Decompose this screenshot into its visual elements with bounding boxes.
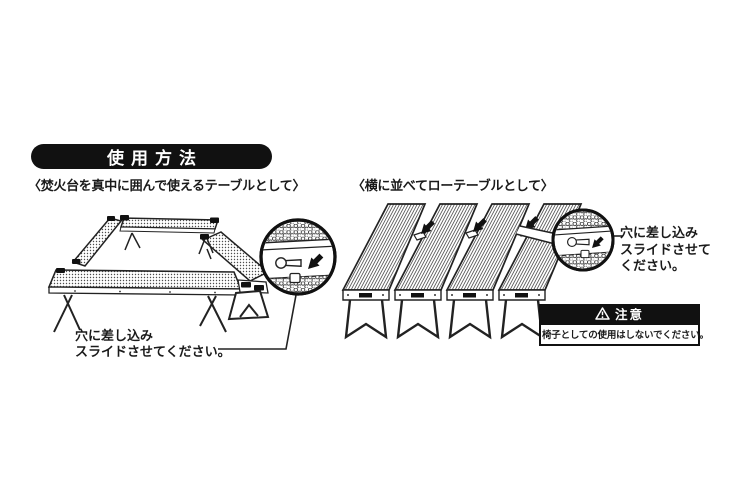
caption-line: スライドさせてください。 <box>75 343 231 359</box>
left-caption: 穴に差し込み スライドさせてください。 <box>75 328 231 359</box>
right-caption: 穴に差し込み スライドさせて ください。 <box>620 225 711 275</box>
magnifier-circle-left <box>259 218 337 296</box>
caption-line: 穴に差し込み <box>620 225 699 240</box>
fire-pit-table-illustration <box>47 215 337 350</box>
table-legs <box>53 289 270 333</box>
low-table-illustration <box>341 202 623 339</box>
title-banner: 使用方法 <box>31 144 272 169</box>
caption-line: スライドさせて <box>620 241 712 257</box>
warning-triangle-icon <box>595 307 610 320</box>
left-panel <box>71 217 123 267</box>
front-panel <box>47 269 269 296</box>
callout-wedge <box>515 225 558 245</box>
lock-tab-icon <box>580 249 590 259</box>
caption-line: ください。 <box>620 258 686 273</box>
back-panel <box>119 217 220 255</box>
title-banner-label: 使用方法 <box>107 149 203 168</box>
warning-title: 注意 <box>614 308 644 322</box>
leader-line-left <box>218 294 297 350</box>
magnifier-circle-right <box>551 208 623 272</box>
corner-clamps <box>56 215 264 291</box>
caption-line: 穴に差し込み <box>75 328 154 343</box>
warning-header: 注意 <box>539 304 700 323</box>
lock-tab-icon <box>289 272 301 284</box>
warning-box: 注意 椅子としての使用はしないでください。 <box>539 304 709 346</box>
warning-body: 椅子としての使用はしないでください。 <box>539 323 709 346</box>
left-section-heading: 〈焚火台を真中に囲んで使えるテーブルとして〉 <box>28 178 306 193</box>
right-section-heading: 〈横に並べてローテーブルとして〉 <box>352 178 554 193</box>
